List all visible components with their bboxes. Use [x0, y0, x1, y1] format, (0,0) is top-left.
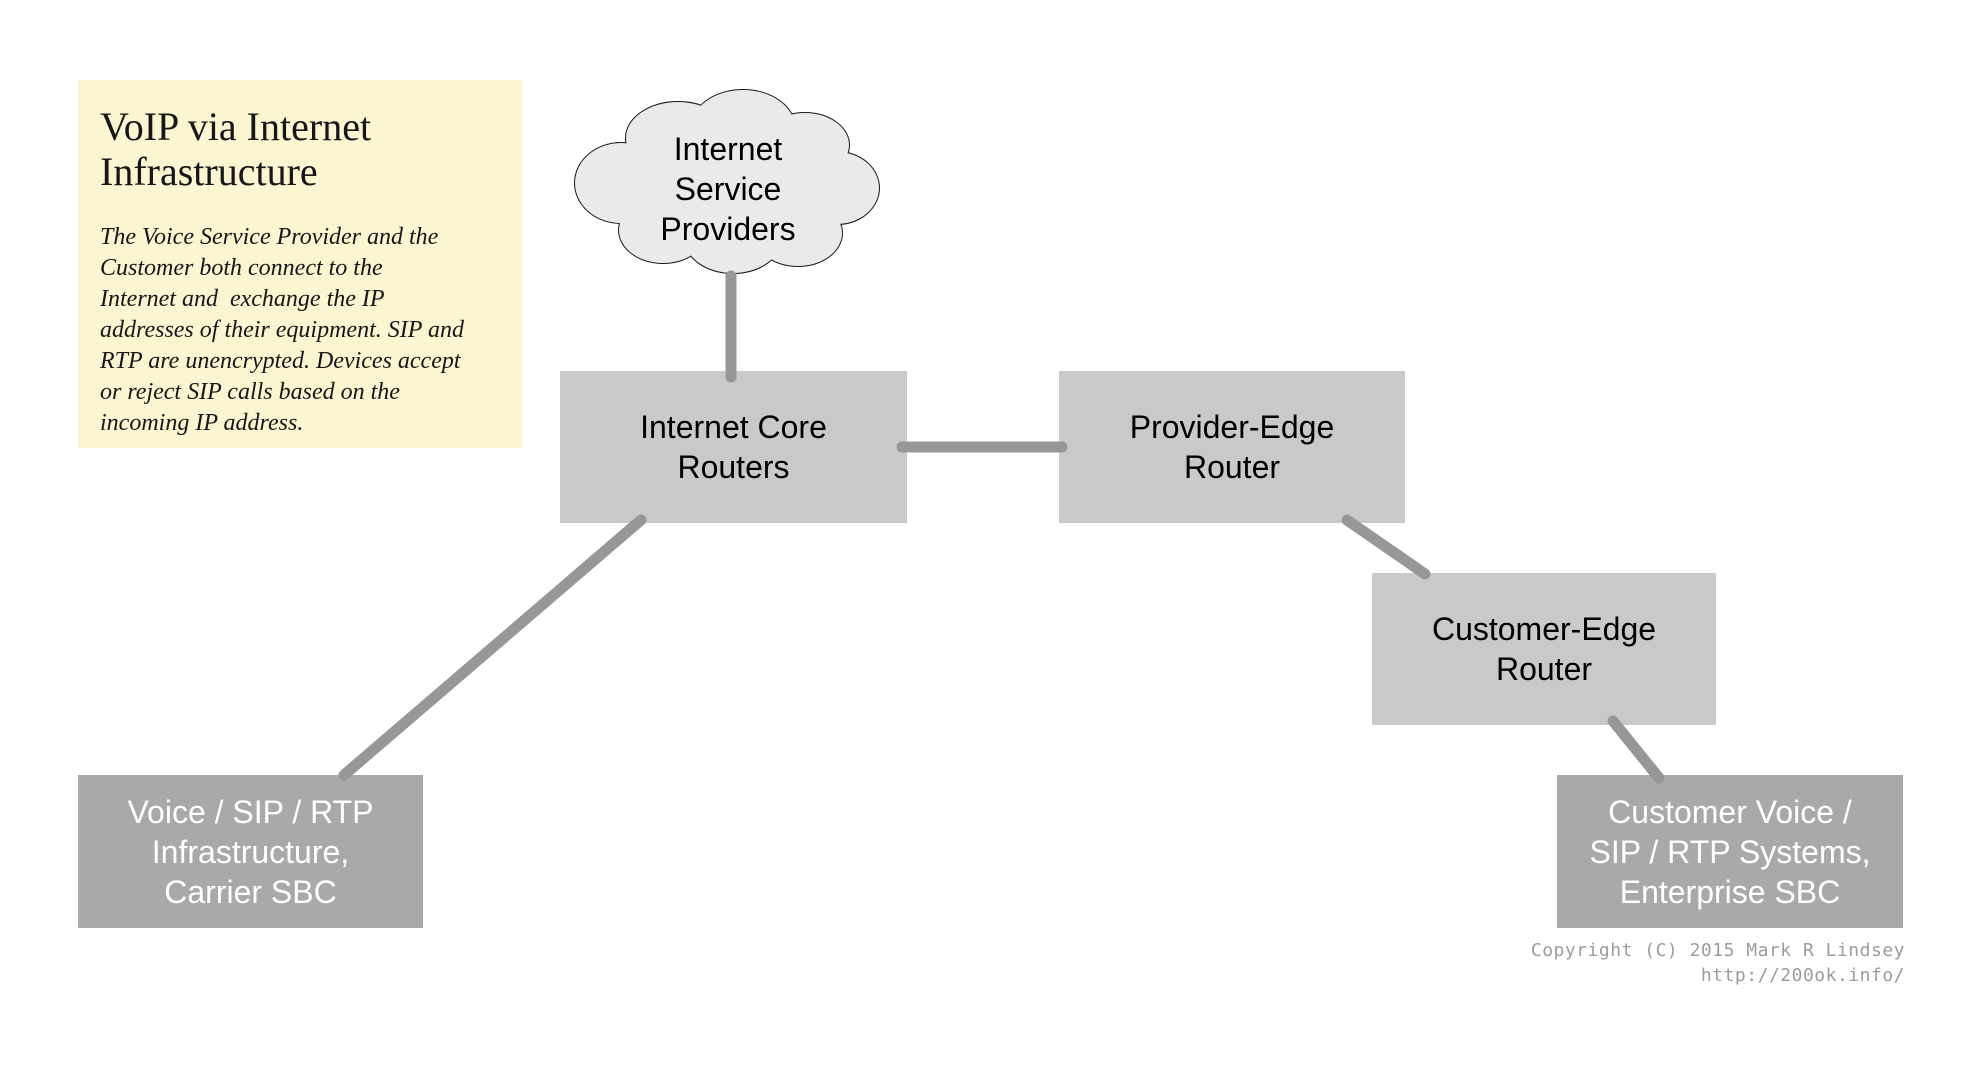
customer-voice-systems-node: Customer Voice / SIP / RTP Systems, Ente…: [1557, 775, 1903, 928]
provider-edge-router-node: Provider-Edge Router: [1059, 371, 1405, 523]
isp-cloud-label: Internet Service Providers: [660, 130, 796, 247]
note-body: The Voice Service Provider and the Custo…: [100, 224, 464, 436]
copyright-text: Copyright (C) 2015 Mark R Lindsey http:/…: [1530, 940, 1905, 986]
internet-core-routers-label: Internet Core Routers: [640, 409, 827, 485]
note-title: VoIP via Internet Infrastructure: [100, 104, 372, 194]
customer-edge-router-node: Customer-Edge Router: [1372, 573, 1716, 725]
customer-edge-router-label: Customer-Edge Router: [1431, 611, 1657, 687]
internet-core-routers-node: Internet Core Routers: [560, 371, 907, 523]
connector-core-to-carrier: [338, 514, 647, 781]
note-box: VoIP via Internet Infrastructure The Voi…: [78, 80, 523, 448]
provider-edge-router-label: Provider-Edge Router: [1129, 409, 1335, 485]
connector-customer-edge-to-customer: [1607, 715, 1665, 784]
cloud-icon: [574, 89, 880, 274]
connector-provider-edge-to-customer-edge: [1341, 514, 1431, 580]
isp-cloud-node: Internet Service Providers: [573, 83, 883, 278]
carrier-voice-infrastructure-label: Voice / SIP / RTP Infrastructure, Carrie…: [127, 793, 374, 910]
cloud-shape-fill: [575, 90, 879, 273]
customer-voice-systems-label: Customer Voice / SIP / RTP Systems, Ente…: [1589, 793, 1871, 910]
carrier-voice-infrastructure-node: Voice / SIP / RTP Infrastructure, Carrie…: [78, 775, 423, 928]
